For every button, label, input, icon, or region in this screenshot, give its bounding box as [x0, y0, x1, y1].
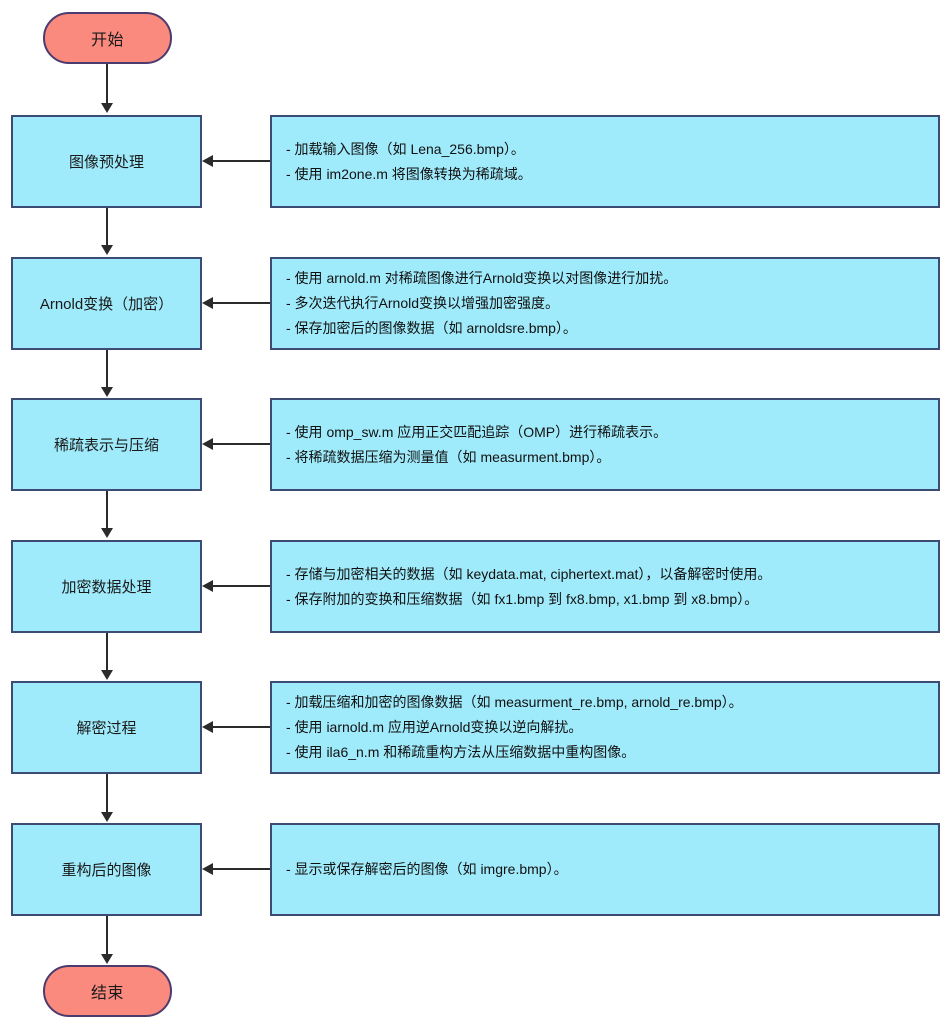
- stage-label-6: 重构后的图像: [61, 862, 152, 879]
- arrow-head-detail-3-to-stage-3: [202, 438, 213, 450]
- end-node[interactable]: 结束: [43, 965, 172, 1017]
- connector-detail-6-to-stage-6: [205, 868, 270, 870]
- arrow-head-stage-3-to-stage-4: [101, 528, 113, 538]
- detail-line: - 将稀疏数据压缩为测量值（如 measurment.bmp）。: [286, 448, 611, 465]
- detail-panel-4[interactable]: - 存储与加密相关的数据（如 keydata.mat, ciphertext.m…: [270, 540, 940, 633]
- start-node-label: 开始: [90, 32, 124, 49]
- connector-stage-1-to-stage-2: [106, 208, 108, 247]
- connector-stage-2-to-stage-3: [106, 350, 108, 389]
- connector-detail-3-to-stage-3: [205, 443, 270, 445]
- connector-detail-4-to-stage-4: [205, 585, 270, 587]
- connector-detail-5-to-stage-5: [205, 726, 270, 728]
- connector-stage-6-to-end: [106, 916, 108, 957]
- end-node-label: 结束: [90, 985, 124, 1002]
- connector-detail-2-to-stage-2: [205, 302, 270, 304]
- arrow-head-stage-4-to-stage-5: [101, 670, 113, 680]
- connector-stage-5-to-stage-6: [106, 774, 108, 813]
- arrow-head-stage-6-to-end: [101, 954, 113, 964]
- stage-label-5: 解密过程: [76, 720, 137, 737]
- stage-box-3[interactable]: 稀疏表示与压缩: [11, 398, 202, 491]
- stage-label-3: 稀疏表示与压缩: [53, 437, 159, 454]
- arrow-head-stage-5-to-stage-6: [101, 812, 113, 822]
- detail-line: - 使用 iarnold.m 应用逆Arnold变换以逆向解扰。: [286, 719, 583, 735]
- detail-panel-3[interactable]: - 使用 omp_sw.m 应用正交匹配追踪（OMP）进行稀疏表示。 - 将稀疏…: [270, 398, 940, 491]
- stage-box-6[interactable]: 重构后的图像: [11, 823, 202, 916]
- detail-line: - 使用 arnold.m 对稀疏图像进行Arnold变换以对图像进行加扰。: [286, 270, 678, 286]
- detail-line: - 使用 ila6_n.m 和稀疏重构方法从压缩数据中重构图像。: [286, 744, 636, 760]
- stage-label-2: Arnold变换（加密）: [39, 296, 174, 313]
- stage-box-5[interactable]: 解密过程: [11, 681, 202, 774]
- detail-line: - 保存加密后的图像数据（如 arnoldsre.bmp）。: [286, 320, 577, 336]
- stage-label-4: 加密数据处理: [61, 579, 152, 596]
- arrow-head-detail-5-to-stage-5: [202, 721, 213, 733]
- arrow-head-stage-2-to-stage-3: [101, 387, 113, 397]
- detail-line: - 显示或保存解密后的图像（如 imgre.bmp）。: [286, 861, 568, 877]
- arrow-head-stage-1-to-stage-2: [101, 245, 113, 255]
- detail-panel-5[interactable]: - 加载压缩和加密的图像数据（如 measurment_re.bmp, arno…: [270, 681, 940, 774]
- detail-line: - 加载压缩和加密的图像数据（如 measurment_re.bmp, arno…: [286, 694, 743, 710]
- arrow-head-detail-1-to-stage-1: [202, 155, 213, 167]
- detail-line: - 存储与加密相关的数据（如 keydata.mat, ciphertext.m…: [286, 565, 772, 582]
- connector-stage-3-to-stage-4: [106, 491, 108, 530]
- connector-detail-1-to-stage-1: [205, 160, 270, 162]
- detail-line: - 加载输入图像（如 Lena_256.bmp）。: [286, 140, 525, 157]
- detail-line: - 保存附加的变换和压缩数据（如 fx1.bmp 到 fx8.bmp, x1.b…: [286, 590, 759, 607]
- detail-line: - 使用 omp_sw.m 应用正交匹配追踪（OMP）进行稀疏表示。: [286, 423, 668, 440]
- detail-panel-1[interactable]: - 加载输入图像（如 Lena_256.bmp）。 - 使用 im2one.m …: [270, 115, 940, 208]
- start-node[interactable]: 开始: [43, 12, 172, 64]
- arrow-head-detail-6-to-stage-6: [202, 863, 213, 875]
- arrow-head-start-to-stage-1: [101, 103, 113, 113]
- connector-stage-4-to-stage-5: [106, 633, 108, 672]
- arrow-head-detail-4-to-stage-4: [202, 580, 213, 592]
- detail-panel-2[interactable]: - 使用 arnold.m 对稀疏图像进行Arnold变换以对图像进行加扰。 -…: [270, 257, 940, 350]
- detail-line: - 使用 im2one.m 将图像转换为稀疏域。: [286, 165, 532, 182]
- connector-start-to-stage-1: [106, 64, 108, 105]
- arrow-head-detail-2-to-stage-2: [202, 297, 213, 309]
- stage-label-1: 图像预处理: [68, 154, 144, 171]
- stage-box-1[interactable]: 图像预处理: [11, 115, 202, 208]
- detail-panel-6[interactable]: - 显示或保存解密后的图像（如 imgre.bmp）。: [270, 823, 940, 916]
- detail-line: - 多次迭代执行Arnold变换以增强加密强度。: [286, 295, 560, 311]
- stage-box-4[interactable]: 加密数据处理: [11, 540, 202, 633]
- stage-box-2[interactable]: Arnold变换（加密）: [11, 257, 202, 350]
